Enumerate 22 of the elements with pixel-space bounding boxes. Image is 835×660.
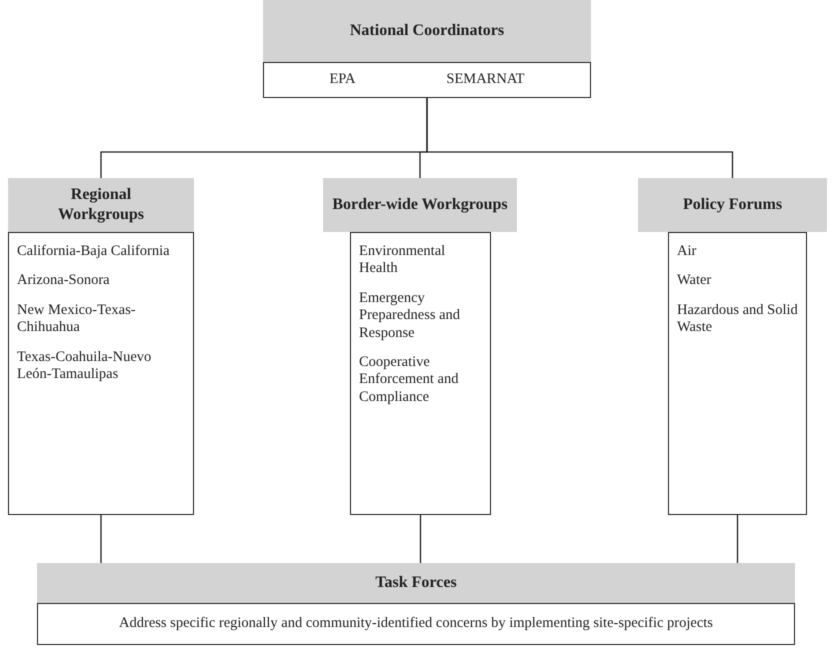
list-item: Water: [677, 272, 712, 290]
list-item: Emergency Preparedness and Response: [359, 290, 462, 342]
body-text: SEMARNAT: [446, 71, 525, 89]
heading-bar: Policy Forums: [638, 178, 827, 232]
list-item: Hazardous and Solid Waste: [677, 302, 798, 337]
list-item: Texas-Coahuila-Nuevo León-Tamaulipas: [17, 348, 152, 384]
list-item: Environmental Health: [359, 243, 446, 278]
list-item: Cooperative Enforcement and Compliance: [359, 354, 460, 406]
connector-line: [426, 98, 734, 178]
connector-line: [420, 515, 422, 563]
list-item: Air: [677, 243, 698, 260]
body-text: Address specific regionally and community-identified concerns by implementing site-specific projects: [119, 615, 713, 633]
heading-bar: Border-wide Workgroups: [323, 178, 517, 232]
heading-bar: Task Forces: [37, 563, 795, 603]
list-item: Arizona-Sonora: [17, 272, 111, 290]
connector-line: [736, 515, 738, 563]
connector-line: [100, 515, 102, 563]
heading-bar: National Coordinators: [263, 0, 591, 62]
body-text: EPA: [329, 71, 356, 89]
list-item: California-Baja California: [17, 243, 171, 260]
heading-bar: Regional Workgroups: [8, 178, 194, 232]
list-item: New Mexico-Texas-Chihuahua: [17, 302, 137, 337]
